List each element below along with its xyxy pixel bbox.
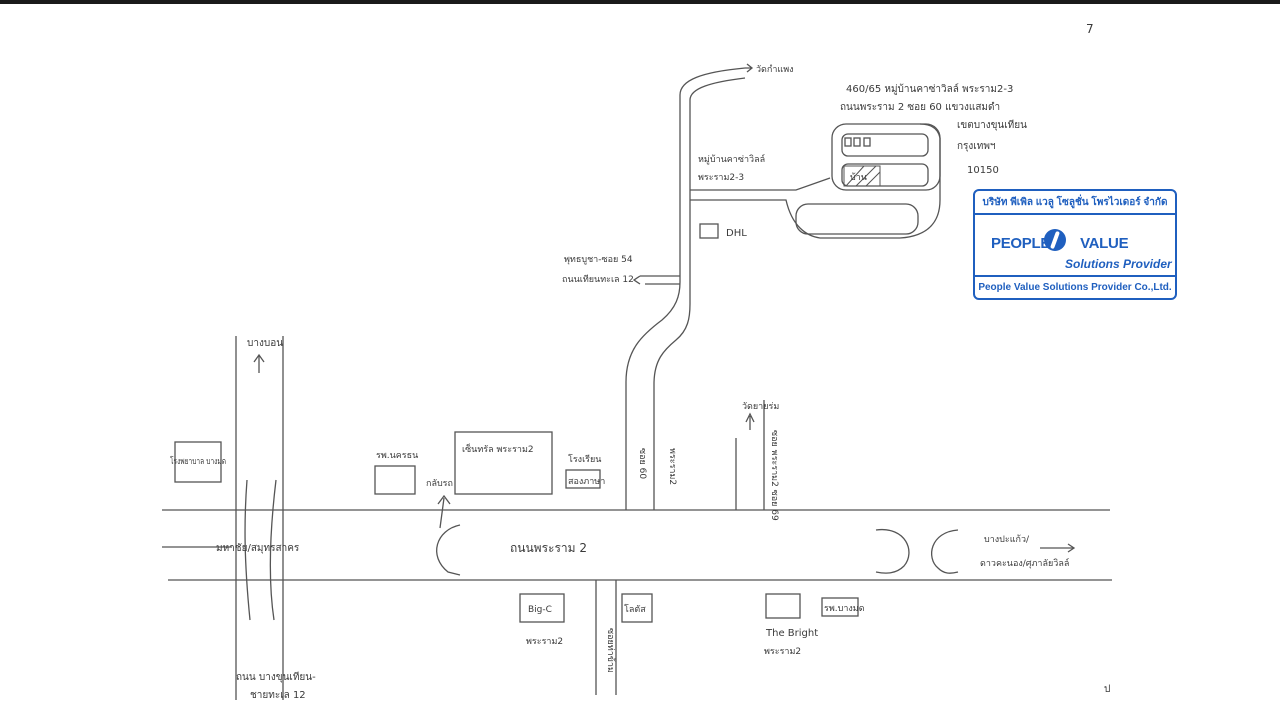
dhl-box [699,223,719,239]
address-line4: กรุงเทพฯ [957,141,996,152]
stamp-divider-top [975,213,1175,215]
rp-nakhon-box [374,465,416,495]
bangmod-box [821,597,859,617]
school-label-line1: โรงเรียน [568,454,601,465]
the-bright-sub-label: พระราม2 [764,647,801,657]
bottom-left-line1: ถนน บางขุนเทียน- [236,671,316,683]
address-block: 460/65 หมู่บ้านคาซ่าวิลล์ พระราม2-3 ถนนพ… [840,83,1027,176]
stamp-divider-bottom [975,275,1175,277]
page-number: 7 [1086,22,1094,36]
uturn-right-1 [875,529,910,574]
rama2-road [162,509,1112,581]
lotus-label: โลตัส [624,604,646,615]
dest-right-line1: บางปะแก้ว/ [984,534,1030,545]
company-stamp: บริษัท พีเพิล แวลู โซลูชั่น โพรไวเดอร์ จ… [973,189,1177,300]
dhl-label: DHL [726,228,747,239]
stamp-brand-value: VALUE [1080,235,1129,252]
bottom-left-line2: ชายทะเล 12 [250,690,306,701]
stamp-brand-sub: Solutions Provider [1065,257,1172,271]
rama2-short-label: พระราม2 [667,448,677,485]
stamp-brand: PEOPLE VALUE [991,235,1129,252]
scan-top-edge [0,0,1280,4]
address-line5: 10150 [967,165,999,176]
soi-60-label: ซอย 60 [637,448,647,479]
bangmod-label: รพ.บางมด [824,604,865,614]
lotus-box [621,593,653,623]
globe-logo-icon [1044,229,1066,251]
top-arrow-destination: วัดกำแพง [756,64,794,75]
side-arrow-label-line2: ถนนเทียนทะเล 12 [562,274,634,285]
village-label-line2: พระราม2-3 [698,173,744,183]
village-access-road [625,63,941,510]
uturn-left [436,524,461,576]
central-label: เซ็นทรัล พระราม2 [462,442,534,455]
north-arrow-label: บางบอน [247,338,283,349]
school-label-line2: สองภาษา [568,477,605,487]
central-box [454,431,553,495]
market-soi-label: ซอยท่าข้าม [605,628,616,673]
school-box [565,469,601,489]
soi-rama2-right-label: ซอย พระราม2 ซอย 69 [769,430,779,521]
main-road-label: ถนนพระราม 2 [510,541,587,555]
rp-nakhon-label: รพ.นครธน [376,451,418,461]
uturn-label: กลับรถ [426,479,453,489]
the-bright-box [765,593,801,619]
right-soi-road [735,400,765,510]
address-line3: เขตบางขุนเทียน [957,119,1027,131]
address-line2: ถนนพระราม 2 ซอย 60 แขวงแสมดำ [840,102,1000,113]
left-vertical-road [235,336,284,700]
hospital-left-box [174,441,222,483]
bigc-box [519,593,565,623]
junction-label: มหาชัย/สมุทรสาคร [216,543,300,554]
side-arrow-label-line1: พุทธบูชา-ซอย 54 [564,255,633,265]
market-soi-road [595,580,617,695]
uturn-right-2 [930,529,959,574]
corner-mark: ป [1104,684,1110,695]
the-bright-label: The Bright [765,628,818,639]
bigc-label: Big-C [528,605,552,615]
address-line1: 460/65 หมู่บ้านคาซ่าวิลล์ พระราม2-3 [846,83,1013,95]
hospital-left-label: โรงพยาบาล บางมด [170,456,226,467]
dest-right-line2: ดาวคะนอง/ศุภาลัยวิลล์ [980,557,1069,569]
village-blocks [795,123,941,235]
village-label-line1: หมู่บ้านคาซ่าวิลล์ [698,153,765,165]
bigc-sub-label: พระราม2 [526,637,563,647]
wat-label: วัดยายร่ม [742,402,779,412]
stamp-english-name: People Value Solutions Provider Co.,Ltd. [978,282,1172,293]
stamp-thai-name: บริษัท พีเพิล แวลู โซลูชั่น โพรไวเดอร์ จ… [982,197,1168,208]
house-label: บ้าน [850,172,867,183]
stamp-brand-people: PEOPLE [991,235,1051,252]
